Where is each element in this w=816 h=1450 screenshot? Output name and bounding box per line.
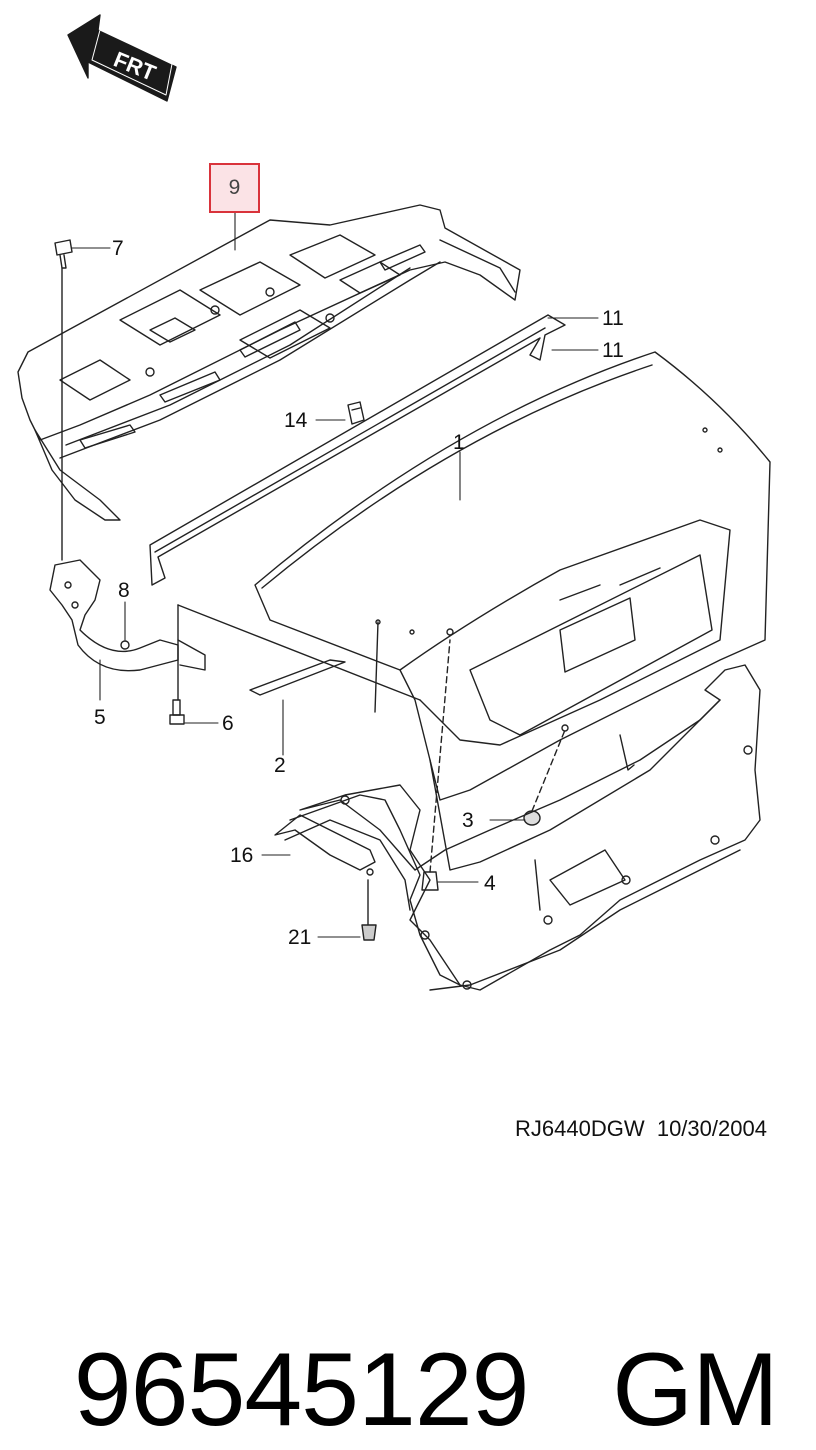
reference-code: RJ6440DGW [515, 1116, 645, 1141]
bolt [54, 239, 73, 561]
callout-2: 2 [274, 754, 286, 777]
seal-strip [177, 604, 421, 713]
screw [361, 879, 377, 941]
part-number: 96545129 [73, 1332, 530, 1448]
trunk-lid-exploded-diagram: FRT [17, 14, 771, 991]
rubber-bumper [523, 729, 566, 826]
front-direction-arrow: FRT [67, 14, 177, 102]
side-bracket [274, 814, 376, 876]
stopper [421, 639, 451, 891]
callout-11-lower: 11 [602, 339, 624, 362]
part-number-line: 96545129 GM [18, 1212, 779, 1450]
callout-8: 8 [118, 579, 130, 602]
callout-label: 9 [228, 176, 241, 199]
callout-16: 16 [230, 844, 254, 867]
callout-11-upper: 11 [602, 307, 624, 330]
inner-trim-panel [284, 664, 761, 991]
trunk-lid-panel [254, 351, 771, 871]
reference-date: 10/30/2004 [656, 1116, 767, 1141]
callout-5: 5 [94, 706, 106, 729]
callout-14: 14 [284, 409, 308, 432]
reference-line: RJ6440DGW 10/30/2004 [515, 1116, 767, 1142]
callout-21: 21 [288, 926, 312, 949]
callout-7: 7 [112, 237, 124, 260]
callout-4: 4 [484, 872, 496, 895]
callout-6: 6 [222, 712, 234, 735]
hinge-arm [49, 559, 206, 672]
highlighted-callout-9: 9 [209, 163, 260, 213]
clip-bracket [347, 401, 365, 425]
hinge-bolt [169, 699, 185, 725]
callout-3: 3 [462, 809, 474, 832]
leader-lines [71, 211, 599, 938]
callout-1: 1 [453, 431, 465, 454]
weatherstrip-seal [149, 314, 566, 586]
rear-shelf-panel [17, 204, 521, 521]
brand: GM [612, 1332, 779, 1448]
